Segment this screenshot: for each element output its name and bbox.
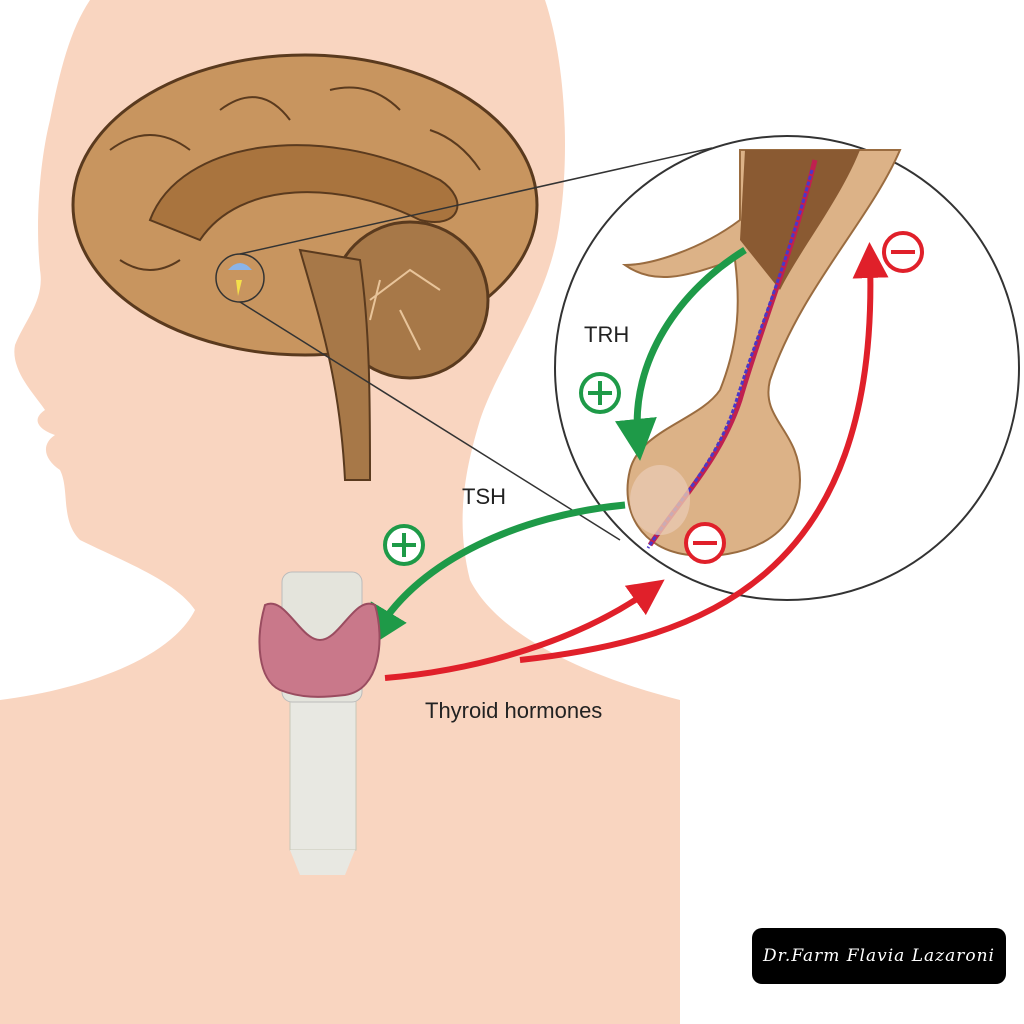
plus-icon-trh xyxy=(579,372,621,414)
feedback-arrow-pituitary xyxy=(384,579,665,681)
signature-badge: Dr.Farm Flavia Lazaroni xyxy=(752,928,1006,984)
feedback-arrow-hypothalamus xyxy=(519,242,889,663)
thyroid-trachea xyxy=(258,571,381,875)
tsh-arrow xyxy=(367,501,626,648)
minus-icon-hypothalamus xyxy=(882,231,924,273)
pituitary-detail xyxy=(621,149,902,557)
tsh-label: TSH xyxy=(462,484,506,509)
thyroid-hormones-label: Thyroid hormones xyxy=(425,698,603,723)
brain xyxy=(71,53,539,481)
minus-icon-pituitary xyxy=(684,522,726,564)
trh-arrow xyxy=(615,247,747,461)
plus-icon-tsh xyxy=(383,524,425,566)
trh-label: TRH xyxy=(584,322,630,347)
